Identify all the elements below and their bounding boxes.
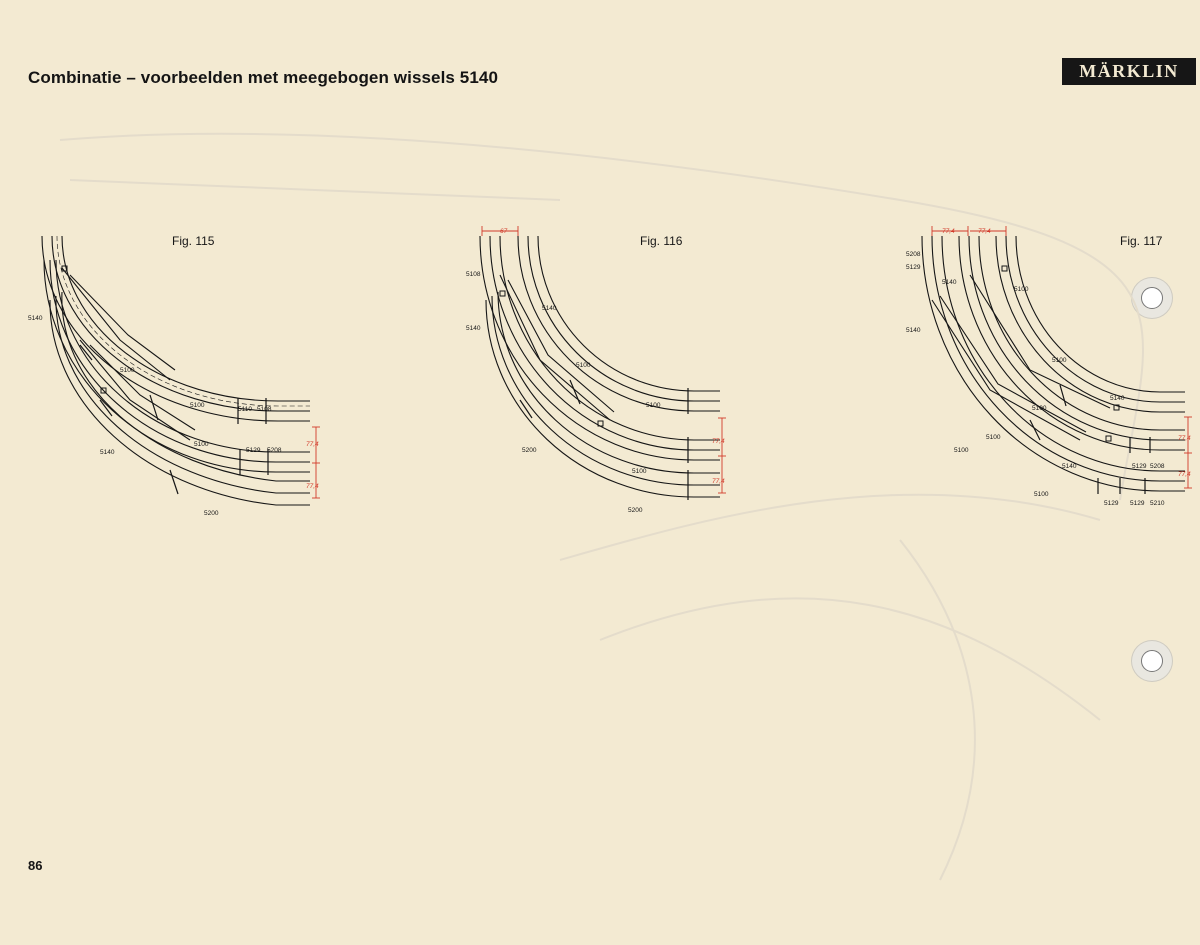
track-label: 5200 <box>522 447 537 454</box>
track-label: 5140 <box>906 327 921 334</box>
dimension-label: 77,4 <box>1178 435 1191 442</box>
track-label: 5200 <box>628 507 643 514</box>
track-label: 5129 <box>246 447 261 454</box>
track-label: 5100 <box>120 367 135 374</box>
track-label: 5140 <box>1110 395 1125 402</box>
dimension-label: 77,4 <box>306 441 319 448</box>
track-label: 5129 <box>1104 500 1119 507</box>
track-label: 5100 <box>1034 491 1049 498</box>
punch-hole-icon <box>1131 640 1173 682</box>
track-label: 5210 <box>1150 500 1165 507</box>
track-label: 5100 <box>1032 405 1047 412</box>
dimension-label: 77,4 <box>306 483 319 490</box>
track-label: 5129 <box>1130 500 1145 507</box>
track-label: 5108 <box>466 271 481 278</box>
track-label: 5100 <box>190 402 205 409</box>
track-label: 5100 <box>1014 286 1029 293</box>
page-number: 86 <box>28 858 43 873</box>
dimension-label: 77,4 <box>1178 471 1191 478</box>
track-label: 5100 <box>646 402 661 409</box>
track-label: 5100 <box>954 447 969 454</box>
track-label: 5140 <box>1062 463 1077 470</box>
page-title: Combinatie – voorbeelden met meegebogen … <box>28 68 499 87</box>
track-label: 5110 <box>238 406 252 413</box>
track-label: 5140 <box>28 315 43 322</box>
track-label: 5100 <box>1052 357 1067 364</box>
figure-label: Fig. 116 <box>640 234 683 248</box>
track-label: 5208 <box>906 251 921 258</box>
track-label: 5100 <box>576 362 591 369</box>
track-label: 5140 <box>542 305 557 312</box>
dimension-label: 67 <box>500 228 508 235</box>
track-label: 5108 <box>257 406 272 413</box>
dimension-label: 77,4 <box>712 438 725 445</box>
track-label: 5100 <box>986 434 1001 441</box>
track-label: 5208 <box>267 447 282 454</box>
track-label: 5129 <box>906 264 921 271</box>
figure-label: Fig. 115 <box>172 234 215 248</box>
track-label: 5129 <box>1132 463 1147 470</box>
track-label: 5100 <box>194 441 209 448</box>
marklin-logo: MÄRKLIN <box>1062 58 1196 85</box>
track-label: 5140 <box>942 279 957 286</box>
figure-label: Fig. 117 <box>1120 234 1163 248</box>
track-label: 5100 <box>632 468 647 475</box>
track-label: 5208 <box>1150 463 1165 470</box>
dimension-label: 77,4 <box>942 228 955 235</box>
dimension-label: 77,4 <box>978 228 991 235</box>
track-label: 5140 <box>100 449 115 456</box>
dimension-label: 77,4 <box>712 478 725 485</box>
track-label: 5140 <box>466 325 481 332</box>
track-label: 5200 <box>204 510 219 517</box>
